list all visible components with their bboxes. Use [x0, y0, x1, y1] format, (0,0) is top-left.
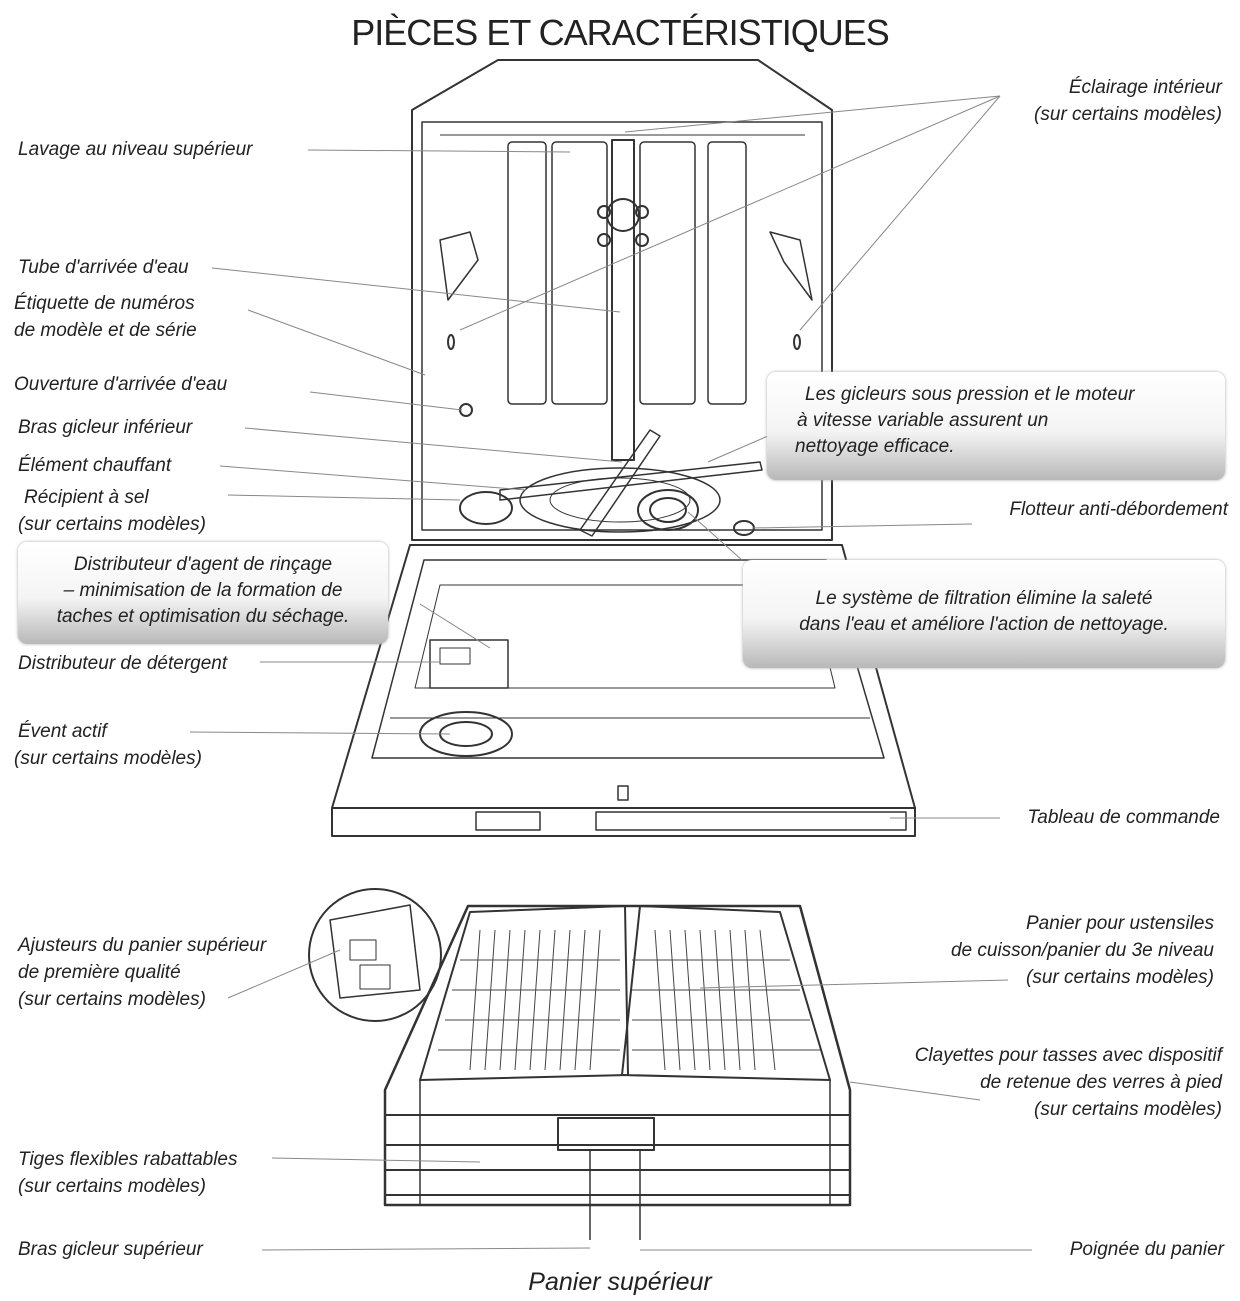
label-water-inlet-tube: Tube d'arrivée d'eau — [18, 257, 189, 278]
upper-rack-frame — [383, 904, 852, 1207]
label-rack-handle: Poignée du panier — [1069, 1239, 1224, 1260]
label-lower-spray-arm: Bras gicleur inférieur — [18, 417, 193, 438]
upper-rack-caption: Panier supérieur — [528, 1268, 712, 1296]
label-active-vent: Évent actif(sur certains modèles) — [14, 721, 202, 769]
label-interior-lighting: Éclairage intérieur(sur certains modèles… — [1034, 77, 1222, 125]
label-overflow-float: Flotteur anti-débordement — [1009, 499, 1228, 520]
overflow-float — [733, 520, 755, 536]
label-control-panel: Tableau de commande — [1027, 807, 1220, 828]
tub-outline — [411, 59, 833, 541]
rear-panel — [507, 141, 547, 405]
rack-handle — [557, 1117, 655, 1151]
control-panel-base — [331, 807, 916, 837]
callout-spray-jets: Les gicleurs sous pression et le moteur … — [767, 372, 1225, 480]
tub-inner — [421, 121, 823, 531]
label-upper-level-wash: Lavage au niveau supérieur — [18, 139, 253, 160]
rack-adjuster-inset — [308, 888, 442, 1022]
callout-rinse-aid: Distributeur d'agent de rinçage – minimi… — [18, 542, 388, 644]
label-water-inlet-opening: Ouverture d'arrivée d'eau — [14, 374, 228, 395]
label-fold-down-tines: Tiges flexibles rabattables(sur certains… — [18, 1149, 238, 1197]
label-detergent-dispenser: Distributeur de détergent — [18, 653, 228, 674]
callout-filtration: Le système de filtration élimine la sale… — [743, 560, 1225, 668]
salt-container — [459, 491, 513, 525]
label-upper-spray-arm: Bras gicleur supérieur — [18, 1239, 203, 1260]
water-tube — [611, 139, 635, 461]
page-title: PIÈCES ET CARACTÉRISTIQUES — [351, 12, 889, 53]
detergent-dispenser — [429, 639, 509, 689]
label-heating-element: Élément chauffant — [18, 455, 172, 476]
label-salt-container: Récipient à sel(sur certains modèles) — [18, 487, 206, 535]
lower-spray-arm — [499, 461, 763, 501]
filter — [637, 489, 699, 531]
